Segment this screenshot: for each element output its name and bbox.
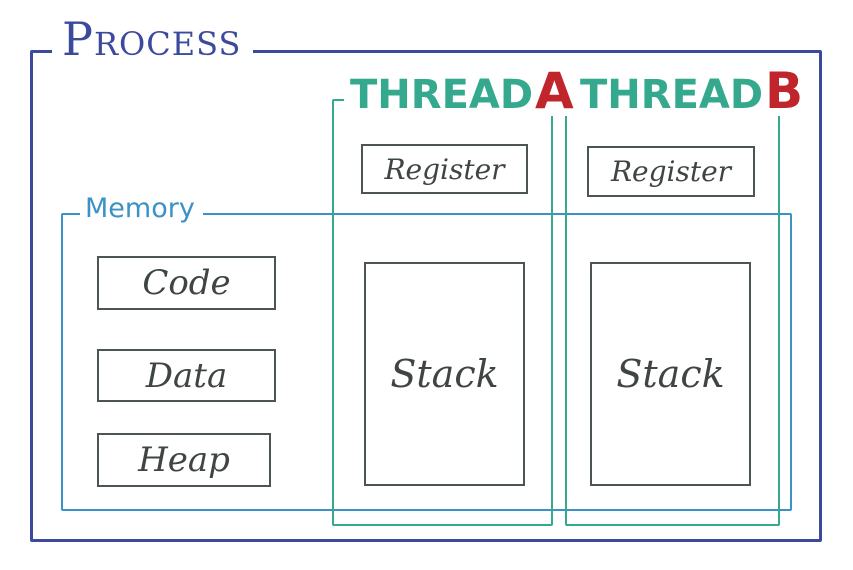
thread-a-stack-box: Stack xyxy=(364,262,525,486)
thread-a-stack-label: Stack xyxy=(390,352,499,396)
thread-b-register-label: Register xyxy=(610,155,732,188)
thread-b-stack-label: Stack xyxy=(616,352,725,396)
memory-frame xyxy=(61,213,792,511)
thread-b-stack-box: Stack xyxy=(590,262,751,486)
thread-a-title: THREADA xyxy=(344,66,580,116)
thread-b-prefix: THREAD xyxy=(580,72,764,118)
data-segment-box: Data xyxy=(97,349,276,402)
thread-a-prefix: THREAD xyxy=(350,72,534,118)
thread-b-register-box: Register xyxy=(587,146,755,197)
data-segment-label: Data xyxy=(145,355,228,396)
code-segment-label: Code xyxy=(142,263,231,303)
thread-a-register-label: Register xyxy=(384,152,505,186)
code-segment-box: Code xyxy=(97,256,276,310)
thread-b-title: THREADB xyxy=(574,66,810,118)
thread-a-letter: A xyxy=(535,62,574,120)
process-title: Process xyxy=(52,16,254,62)
memory-title: Memory xyxy=(80,195,203,222)
thread-b-letter: B xyxy=(765,62,804,120)
thread-a-register-box: Register xyxy=(361,144,528,194)
heap-segment-label: Heap xyxy=(138,440,230,480)
process-frame xyxy=(30,50,822,542)
heap-segment-box: Heap xyxy=(97,433,271,487)
